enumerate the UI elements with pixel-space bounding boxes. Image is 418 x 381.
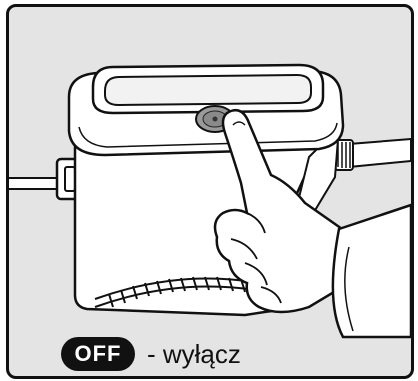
caption-text: - wyłącz (147, 339, 241, 370)
off-badge: OFF (61, 337, 135, 371)
caption: OFF - wyłącz (61, 337, 241, 371)
right-cable (349, 139, 411, 167)
instruction-panel: OFF - wyłącz (6, 4, 414, 379)
power-unit-illustration (9, 7, 411, 376)
